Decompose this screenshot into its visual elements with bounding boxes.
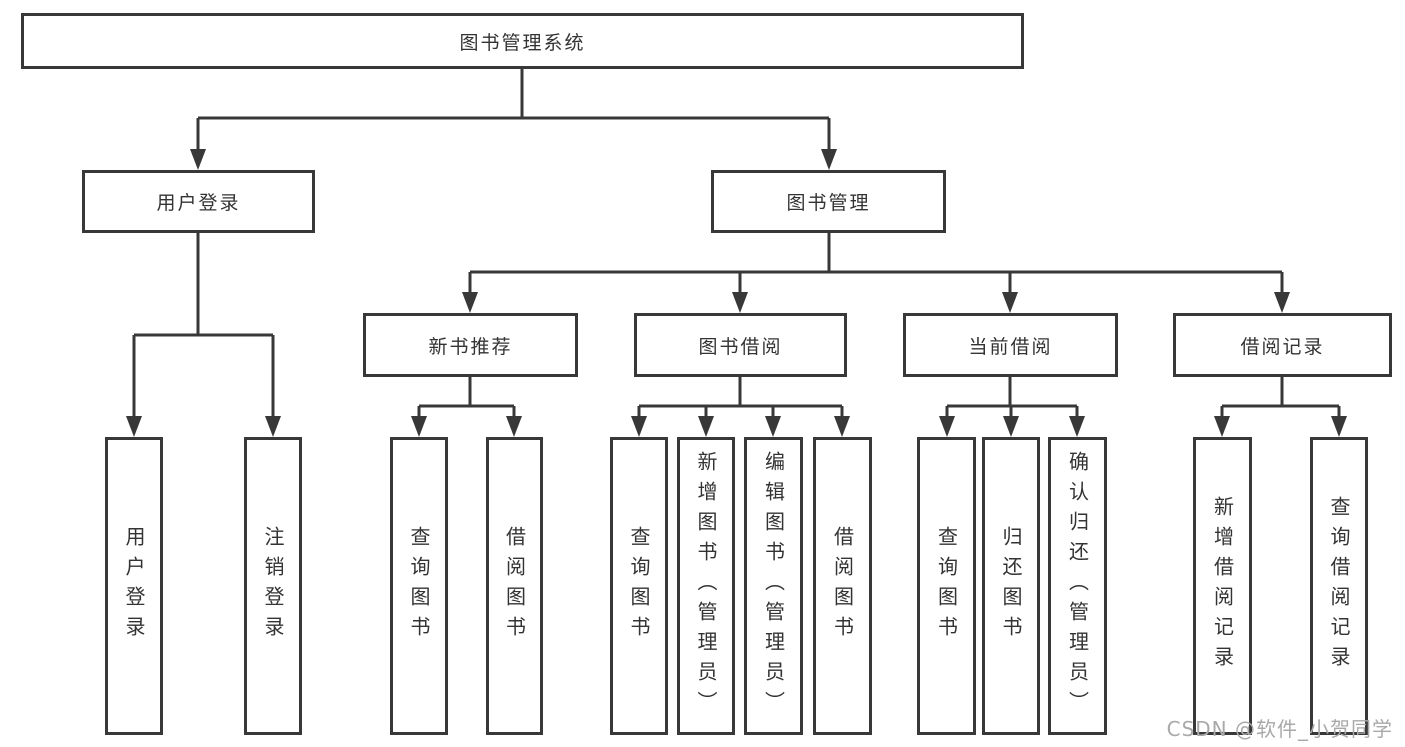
leaf-borrow-borrow-books: 借阅图书 [813,437,872,735]
arrowheads [126,149,1347,437]
arrow-icon [834,416,850,437]
connector-bookborrow-to-leaves [637,377,844,425]
leaf-logout: 注销登录 [244,437,302,735]
leaf-newbook-query-books: 查询图书 [390,437,448,735]
arrow-icon [411,416,427,437]
leaf-borrow-edit-books-admin-label: 编辑图书（管理员） [761,451,786,721]
leaf-records-add-record: 新增借阅记录 [1193,437,1252,735]
leaf-newbook-borrow-books-label: 借阅图书 [502,526,527,646]
arrow-icon [265,416,281,437]
leaf-records-query-record-label: 查询借阅记录 [1327,496,1351,676]
arrow-icon [190,149,206,170]
watermark: CSDN @软件_小贺同学 [1166,717,1393,741]
arrow-icon [631,416,647,437]
leaf-current-return-books-label: 归还图书 [999,526,1023,646]
node-root-label: 图书管理系统 [459,31,586,54]
arrow-icon [126,416,142,437]
leaf-borrow-add-books-admin: 新增图书（管理员） [677,437,735,735]
node-user-login-label: 用户登录 [156,192,241,214]
arrow-icon [939,416,955,437]
arrow-icon [1331,416,1347,437]
connector-records-to-leaves [1220,377,1341,425]
leaf-newbook-borrow-books: 借阅图书 [486,437,543,735]
leaf-current-return-books: 归还图书 [982,437,1040,735]
connector-currentborrow-to-leaves [945,377,1079,425]
node-borrow-records-label: 借阅记录 [1240,335,1325,358]
node-book-management-label: 图书管理 [786,192,871,214]
leaf-newbook-query-books-label: 查询图书 [407,526,431,646]
node-book-borrow-label: 图书借阅 [698,335,783,358]
arrow-icon [1274,292,1290,313]
arrow-icon [506,416,522,437]
node-new-book-recommend: 新书推荐 [363,313,578,377]
node-new-book-recommend-label: 新书推荐 [428,335,513,358]
arrow-icon [821,149,837,170]
arrow-icon [1069,416,1085,437]
connector-userlogin-to-leaves [132,233,275,425]
connector-root-to-level2 [196,69,831,158]
arrow-icon [732,292,748,313]
leaf-borrow-add-books-admin-label: 新增图书（管理员） [694,451,718,721]
leaf-logout-label: 注销登录 [261,526,285,646]
node-user-login: 用户登录 [82,170,315,233]
arrow-icon [462,292,478,313]
node-root: 图书管理系统 [21,13,1024,69]
leaf-borrow-borrow-books-label: 借阅图书 [830,526,855,646]
leaf-borrow-edit-books-admin: 编辑图书（管理员） [744,437,803,735]
node-current-borrow-label: 当前借阅 [968,335,1053,358]
arrow-icon [1002,292,1018,313]
node-current-borrow: 当前借阅 [903,313,1118,377]
leaf-records-query-record: 查询借阅记录 [1310,437,1368,735]
arrow-icon [765,416,781,437]
leaf-borrow-query-books: 查询图书 [610,437,668,735]
leaf-user-login: 用户登录 [105,437,163,735]
arrow-icon [1214,416,1230,437]
leaf-current-query-books: 查询图书 [917,437,976,735]
arrow-icon [698,416,714,437]
node-book-borrow: 图书借阅 [634,313,847,377]
connector-newbook-to-leaves [417,377,516,425]
leaf-current-query-books-label: 查询图书 [934,526,959,646]
leaf-current-confirm-return-admin: 确认归还（管理员） [1048,437,1107,735]
leaf-user-login-label: 用户登录 [122,526,146,646]
leaf-borrow-query-books-label: 查询图书 [627,526,651,646]
arrow-icon [1003,416,1019,437]
leaf-current-confirm-return-admin-label: 确认归还（管理员） [1065,451,1090,721]
leaf-records-add-record-label: 新增借阅记录 [1210,496,1235,676]
connector-bookmgmt-to-level3 [468,233,1284,301]
node-book-management: 图书管理 [711,170,946,233]
node-borrow-records: 借阅记录 [1173,313,1392,377]
